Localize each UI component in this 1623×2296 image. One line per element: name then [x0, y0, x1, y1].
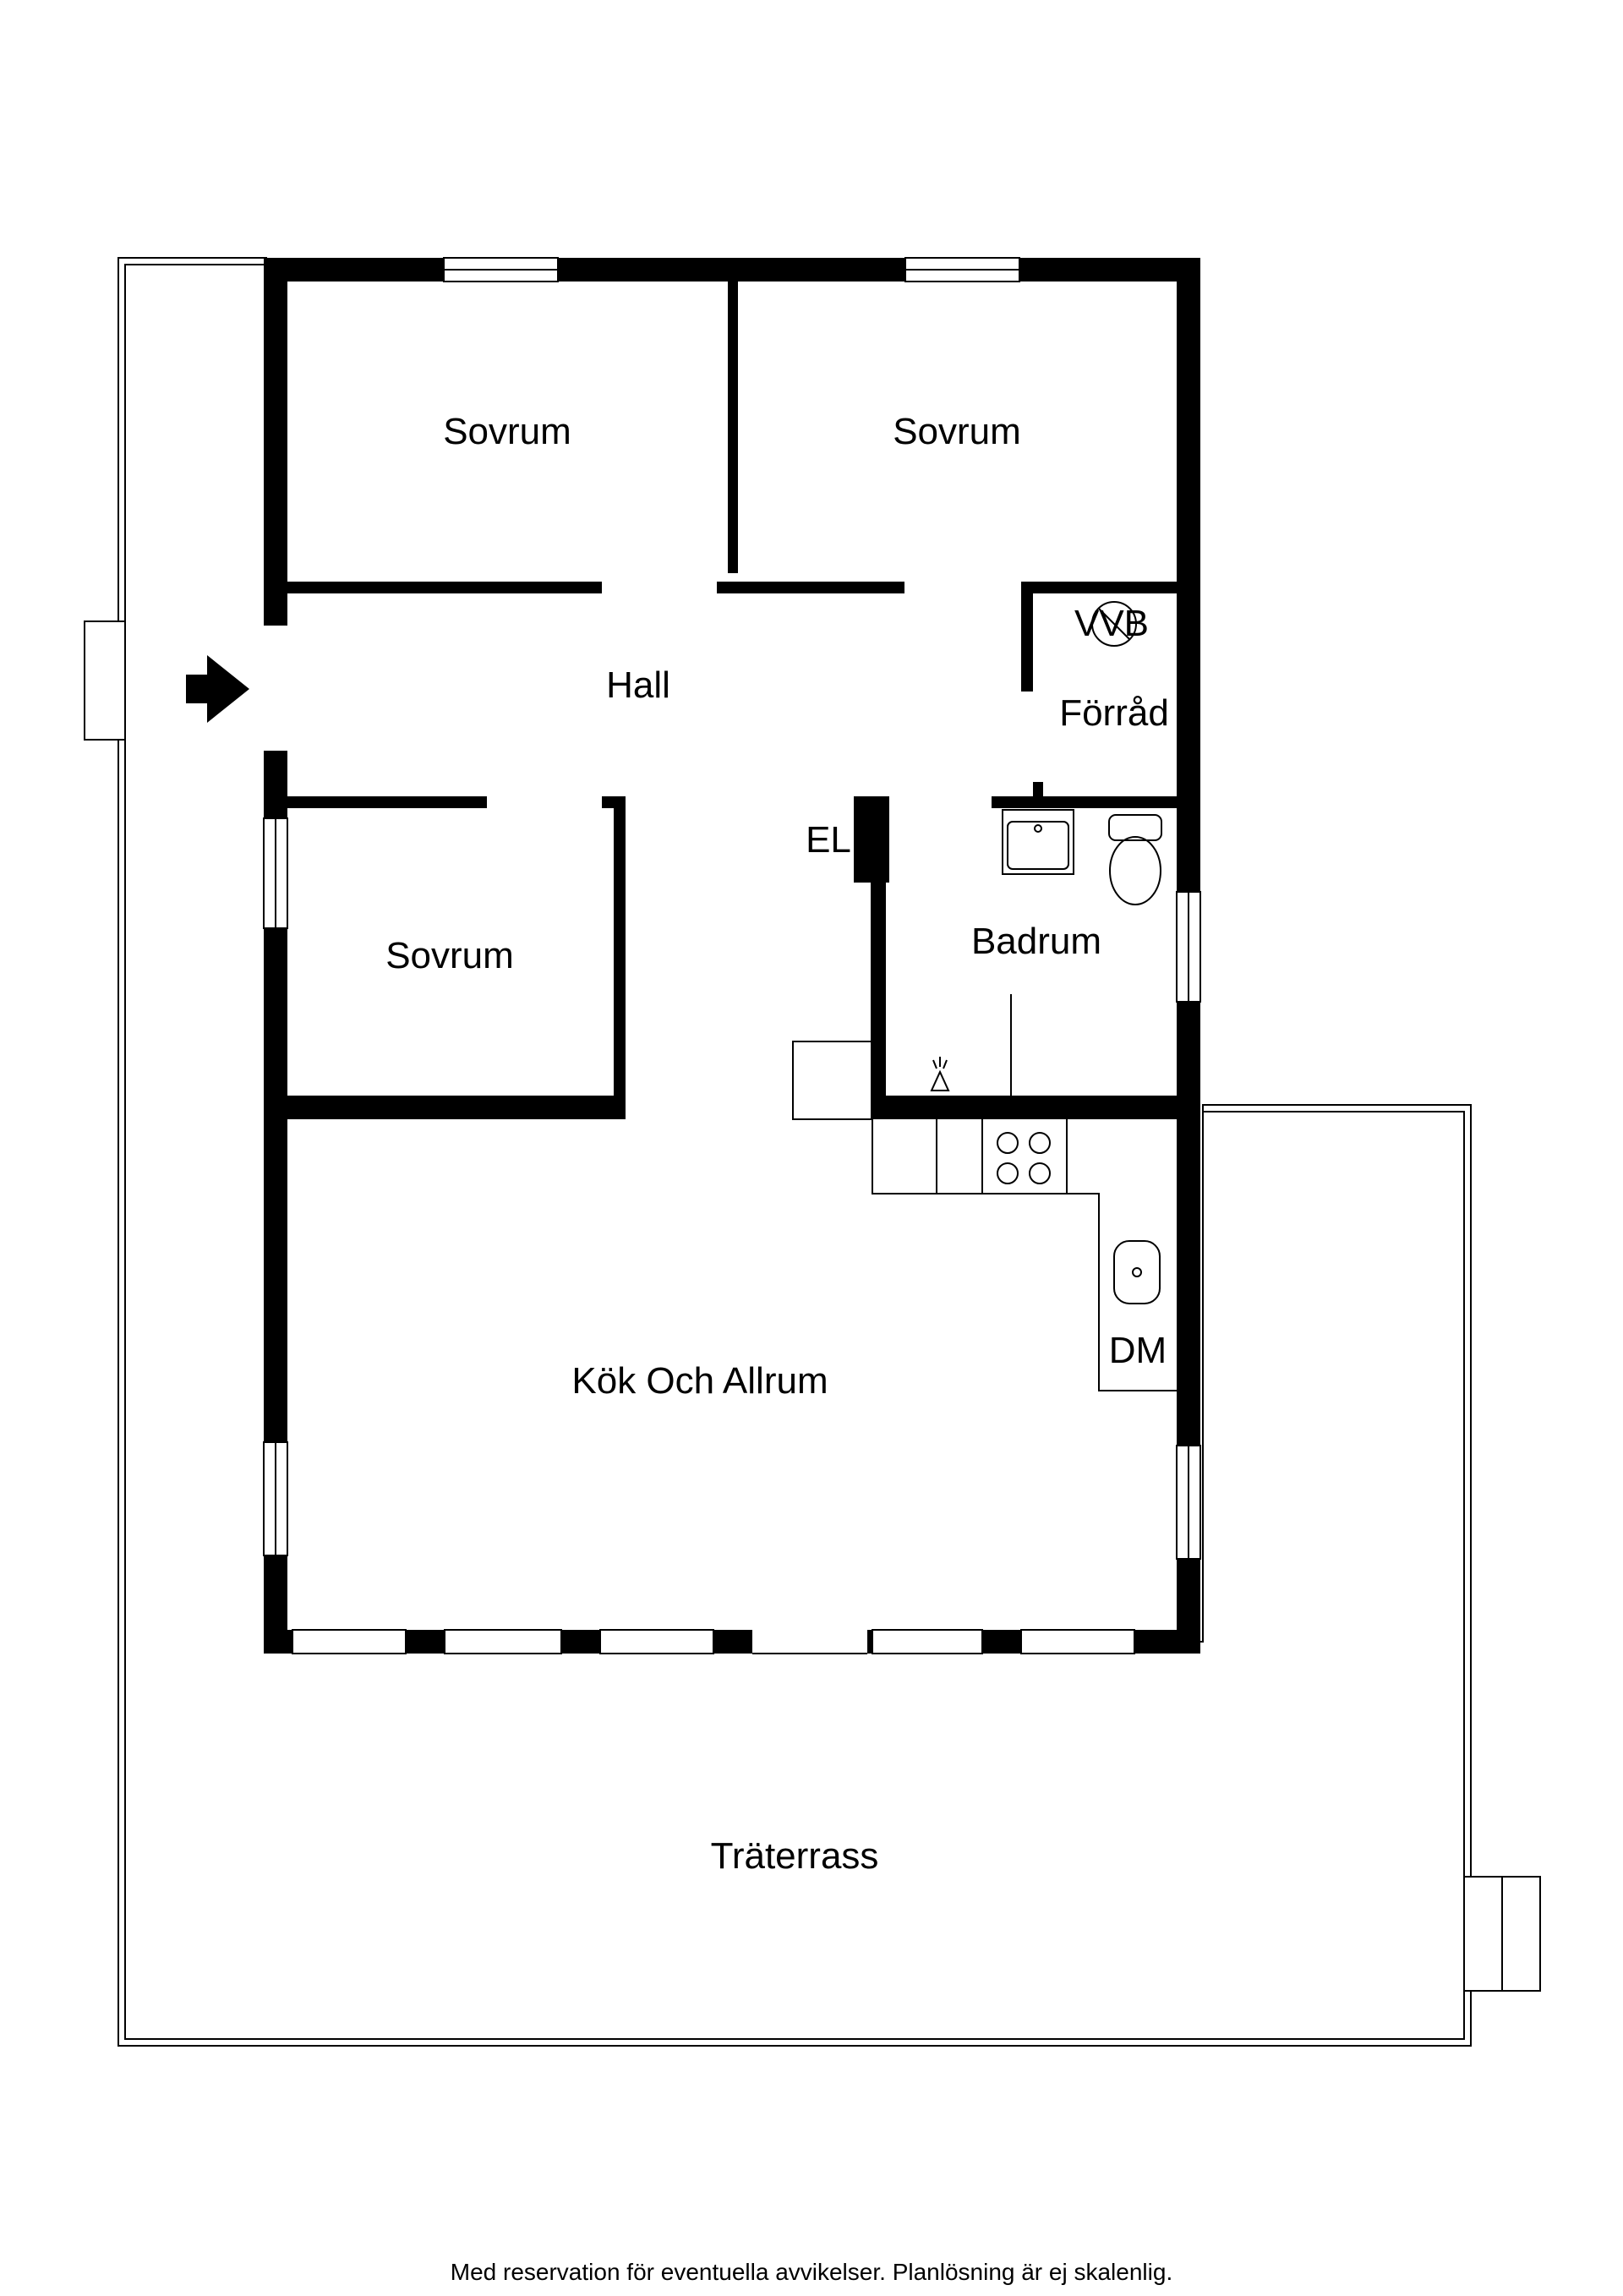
entrance-arrow-icon	[186, 655, 249, 723]
room-label-el: EL	[806, 819, 851, 861]
water-heater-icon	[1091, 601, 1137, 647]
room-label-hall: Hall	[606, 664, 670, 706]
terrace-stairs	[1463, 1876, 1541, 1992]
room-label-dm: DM	[1109, 1330, 1167, 1371]
washbasin-icon	[1002, 809, 1074, 875]
room-label-badrum: Badrum	[971, 921, 1101, 962]
sink-icon	[1113, 1240, 1161, 1304]
room-label-vvb: VVB	[1074, 603, 1149, 644]
kitchen-counter	[792, 1041, 1177, 1391]
room-label-sovrum-3: Sovrum	[385, 935, 514, 976]
room-label-traterrass: Träterrass	[711, 1835, 879, 1877]
entrance-opening	[264, 626, 287, 751]
windows	[263, 257, 1201, 1654]
room-label-kok-och-allrum: Kök Och Allrum	[571, 1360, 828, 1402]
toilet-icon	[1108, 814, 1162, 905]
light-icon	[930, 994, 1012, 1096]
room-label-sovrum-2: Sovrum	[893, 411, 1021, 452]
disclaimer-text: Med reservation för eventuella avvikelse…	[450, 2259, 1173, 2285]
room-label-sovrum-1: Sovrum	[443, 411, 571, 452]
deck-outline	[117, 257, 1472, 2047]
room-label-forrad: Förråd	[1059, 692, 1169, 734]
stove-icon	[997, 1132, 1051, 1184]
entrance-step	[84, 620, 126, 741]
